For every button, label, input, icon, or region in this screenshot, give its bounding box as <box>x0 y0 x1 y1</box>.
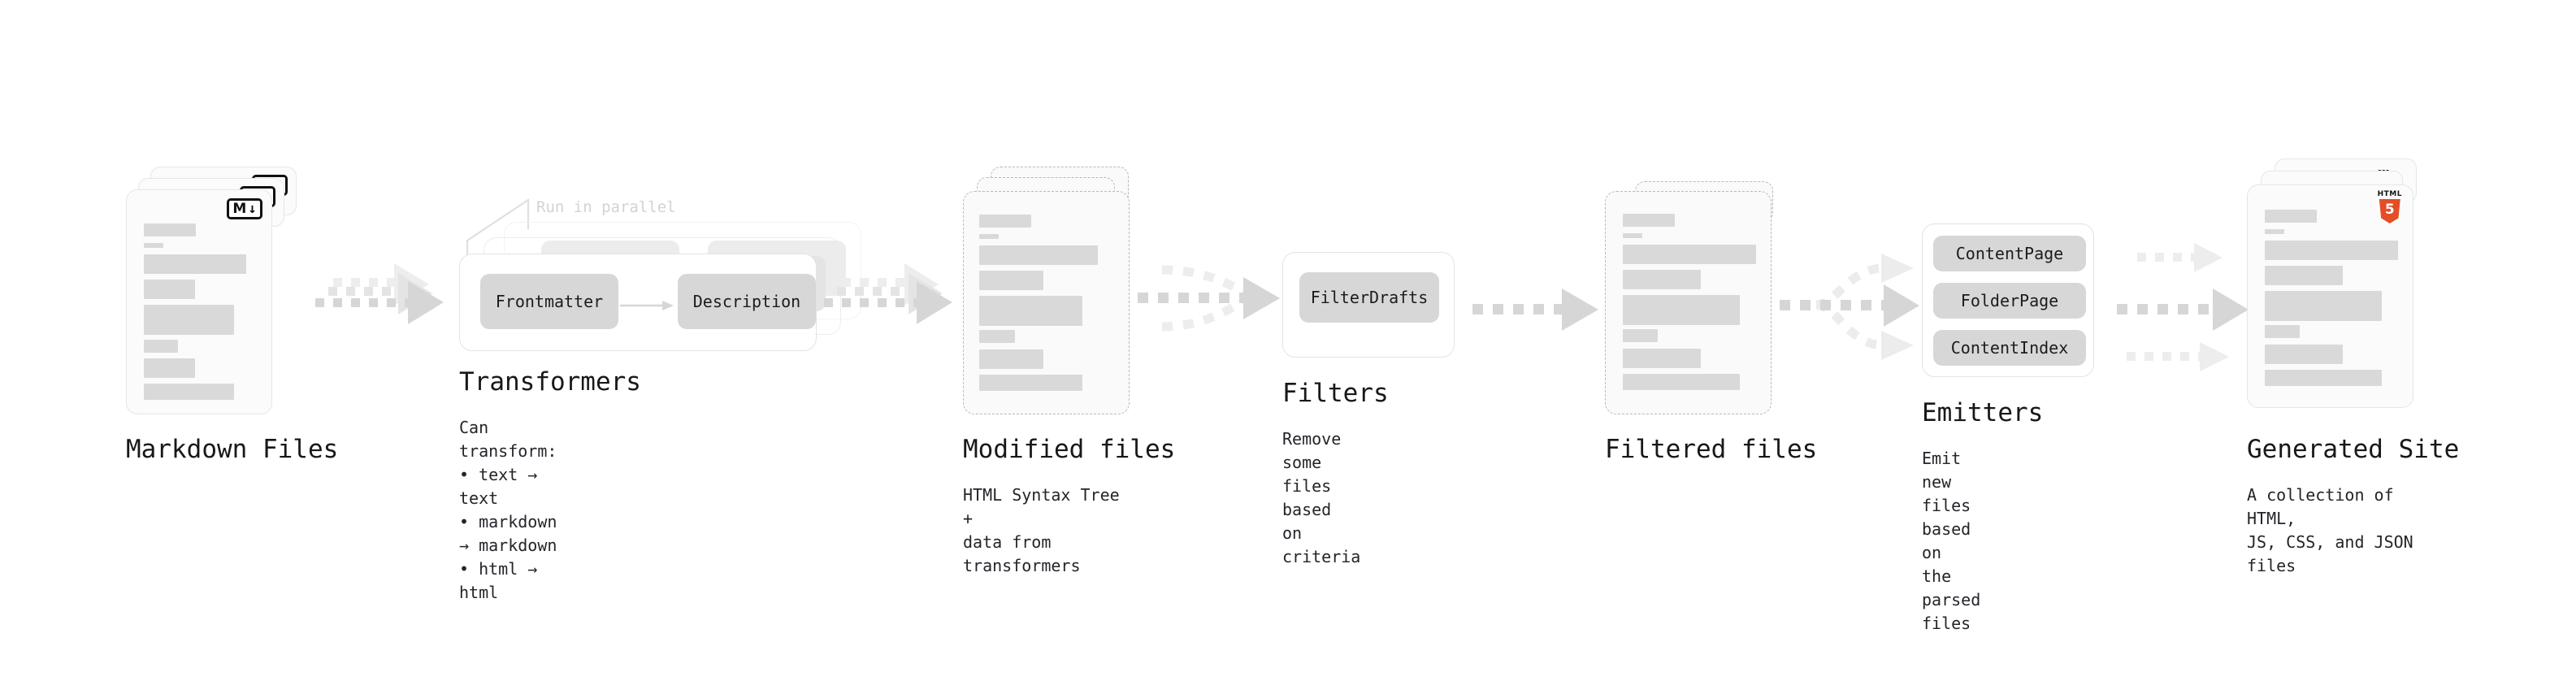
doc-placeholder-bar <box>2265 345 2343 364</box>
doc-placeholder-bar <box>144 305 234 335</box>
stage-title-filters: Filters <box>1282 379 1389 408</box>
transformer-group-front: Frontmatter Description <box>459 254 817 351</box>
doc-placeholder-bar <box>144 254 246 274</box>
doc-placeholder-bar <box>2265 229 2284 234</box>
stage-title-transformers: Transformers <box>459 367 641 397</box>
arrow-modified-to-filters <box>1138 265 1280 332</box>
chip-folderpage[interactable]: FolderPage <box>1933 283 2086 319</box>
modified-doc-stack <box>963 167 1134 414</box>
emitters-group: ContentPage FolderPage ContentIndex <box>1922 223 2094 377</box>
doc-placeholder-bar <box>2265 325 2300 338</box>
doc-placeholder-bar <box>979 330 1015 343</box>
doc-placeholder-bar <box>979 349 1043 369</box>
arrow-filtered-to-emitters <box>1780 254 1919 360</box>
filters-group: FilterDrafts <box>1282 252 1455 358</box>
arrow-markdown-to-transformers <box>315 263 444 324</box>
stage-title-markdown-files: Markdown Files <box>126 435 339 464</box>
markdown-icon: M↓ <box>227 198 262 219</box>
transformer-inner-arrow <box>620 301 674 310</box>
stage-title-emitters: Emitters <box>1922 398 2044 427</box>
doc-placeholder-bar <box>144 340 178 353</box>
modified-doc-content <box>964 192 1129 414</box>
chip-contentpage[interactable]: ContentPage <box>1933 236 2086 271</box>
filtered-doc-content <box>1606 192 1771 414</box>
run-in-parallel-label: Run in parallel <box>536 198 676 216</box>
doc-placeholder-bar <box>979 245 1098 265</box>
doc-placeholder-bar <box>2265 370 2382 386</box>
site-doc-front: HTML <box>2247 184 2413 408</box>
stage-filtered-files: Filtered files <box>1605 167 1817 464</box>
site-doc-stack: CSS HTML <box>2247 158 2434 408</box>
doc-placeholder-bar <box>979 271 1043 290</box>
stage-modified-files: Modified files HTML Syntax Tree + data f… <box>963 167 1175 575</box>
stage-title-generated-site: Generated Site <box>2247 435 2460 464</box>
doc-placeholder-bar <box>144 280 195 299</box>
markdown-doc-stack: M↓ M↓ M↓ <box>126 167 297 414</box>
markdown-doc-front: M↓ <box>126 189 272 414</box>
doc-placeholder-bar <box>1623 214 1675 227</box>
doc-placeholder-bar <box>1623 233 1642 238</box>
stage-title-filtered-files: Filtered files <box>1605 435 1818 464</box>
arrow-transformers-to-modified <box>824 263 952 324</box>
filtered-doc-stack <box>1605 167 1776 414</box>
doc-placeholder-bar <box>1623 374 1740 390</box>
chip-frontmatter[interactable]: Frontmatter <box>480 274 618 329</box>
stage-subtitle-emitters: Emit new files based on the parsed files <box>1922 449 1981 633</box>
doc-placeholder-bar <box>979 375 1082 391</box>
doc-placeholder-bar <box>1623 349 1701 368</box>
site-doc-content: HTML <box>2248 185 2413 407</box>
doc-placeholder-bar <box>144 223 196 236</box>
doc-placeholder-bar <box>144 243 163 248</box>
stage-generated-site: CSS HTML <box>2247 158 2459 575</box>
stage-subtitle-transformers: Can transform: • text → text • markdown … <box>459 418 557 602</box>
doc-placeholder-bar <box>979 296 1082 326</box>
doc-placeholder-bar <box>2265 241 2398 260</box>
chip-filterdrafts[interactable]: FilterDrafts <box>1299 272 1439 323</box>
doc-placeholder-bar <box>979 215 1031 228</box>
doc-placeholder-bar <box>144 384 234 400</box>
doc-placeholder-bar <box>2265 210 2317 223</box>
stage-subtitle-generated-site: A collection of HTML, JS, CSS, and JSON … <box>2247 485 2413 575</box>
chip-description[interactable]: Description <box>678 274 816 329</box>
filtered-doc-front <box>1605 191 1772 414</box>
doc-placeholder-bar <box>1623 295 1740 325</box>
stage-markdown-files: M↓ M↓ M↓ <box>126 167 338 464</box>
doc-placeholder-bar <box>144 358 195 378</box>
doc-placeholder-bar <box>2265 266 2343 285</box>
stage-title-modified-files: Modified files <box>963 435 1176 464</box>
doc-placeholder-bar <box>1623 245 1756 264</box>
stage-subtitle-filters: Remove some files based on criteria <box>1282 429 1361 566</box>
html5-icon: HTML <box>2378 191 2402 223</box>
arrow-filters-to-filtered <box>1472 288 1598 331</box>
doc-placeholder-bar <box>1623 329 1658 342</box>
doc-placeholder-bar <box>1623 270 1701 289</box>
doc-placeholder-bar <box>2265 291 2382 321</box>
stage-subtitle-modified-files: HTML Syntax Tree + data from transformer… <box>963 485 1120 575</box>
chip-contentindex[interactable]: ContentIndex <box>1933 330 2086 366</box>
modified-doc-front <box>963 191 1130 414</box>
doc-placeholder-bar <box>979 234 999 239</box>
arrow-emitters-to-site <box>2117 243 2249 371</box>
markdown-doc-content: M↓ <box>127 190 271 414</box>
